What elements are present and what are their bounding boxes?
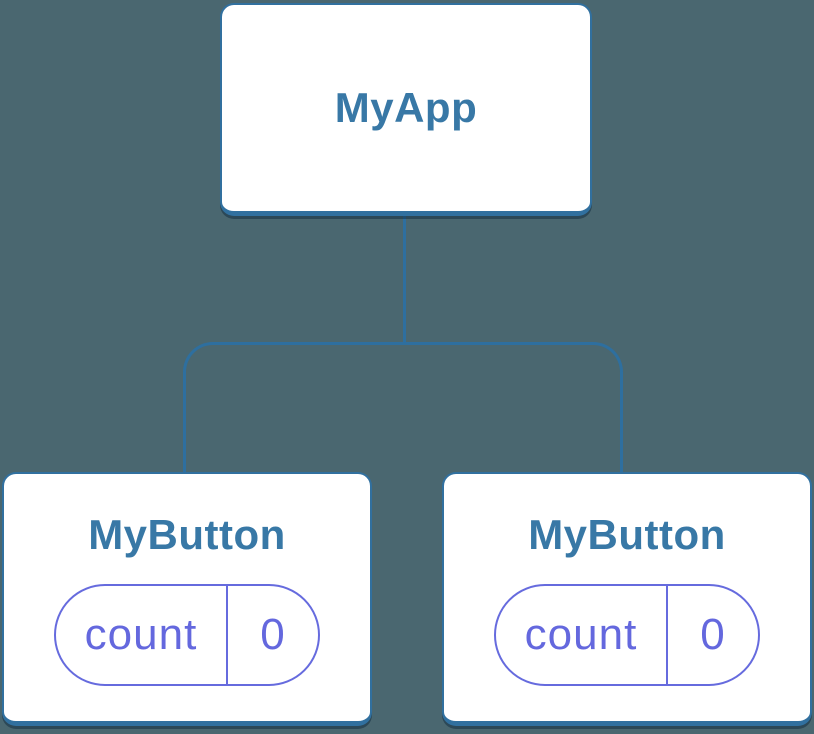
state-name: count: [84, 610, 198, 660]
root-node-title: MyApp: [334, 83, 478, 131]
child-node-mybutton-right: MyButton count 0: [442, 472, 812, 726]
state-pill: count 0: [54, 584, 320, 687]
state-value-cell: 0: [668, 586, 758, 684]
state-pill: count 0: [494, 584, 760, 687]
state-value: 0: [700, 610, 726, 660]
child-node-mybutton-left: MyButton count 0: [2, 472, 372, 726]
state-name-cell: count: [496, 586, 668, 685]
state-name: count: [524, 610, 638, 660]
child-node-title: MyButton: [88, 511, 286, 558]
child-node-title: MyButton: [528, 511, 726, 558]
root-connector-line: [403, 212, 406, 344]
branch-bracket: [183, 342, 623, 478]
state-value-cell: 0: [228, 586, 318, 684]
root-node-myapp: MyApp: [220, 3, 592, 216]
state-name-cell: count: [56, 586, 228, 685]
state-value: 0: [260, 610, 286, 660]
